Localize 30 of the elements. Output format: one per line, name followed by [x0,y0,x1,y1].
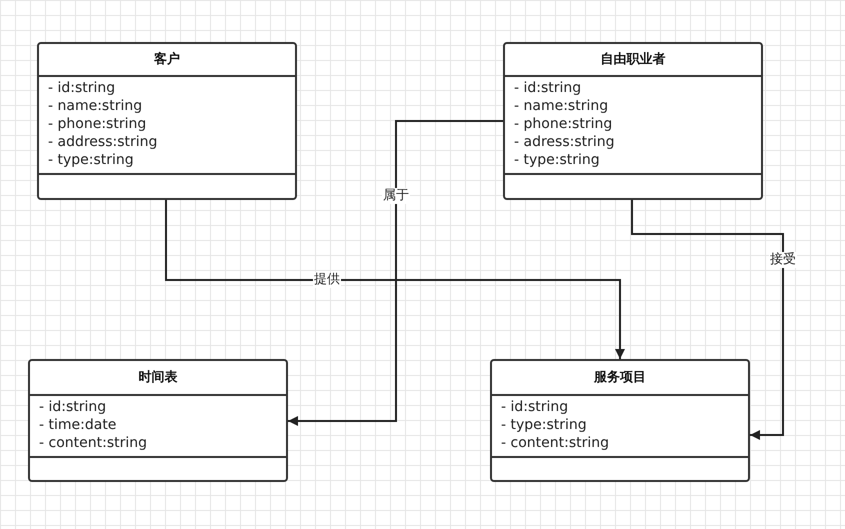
attribute-text: - phone:string [48,115,146,133]
attribute-text: - address:string [48,133,158,151]
class-box [503,42,763,200]
attribute-text: - content:string [39,434,148,452]
attribute-text: - type:string [501,416,587,434]
class-box [490,359,750,482]
class-name: 服务项目 [594,370,646,385]
attribute-text: - phone:string [514,115,612,133]
class-box [28,359,288,482]
attribute-text: - type:string [514,151,600,169]
attribute-text: - id:string [501,398,568,416]
attribute-text: - id:string [514,79,582,97]
attribute-text: - name:string [48,97,142,115]
attribute-text: - name:string [514,97,608,115]
edge-label: 接受 [769,252,797,268]
attribute-text: - time:date [39,416,116,434]
class-name: 自由职业者 [600,52,666,67]
class-name: 客户 [154,52,180,67]
attribute-text: - id:string [39,398,106,416]
edge-label: 属于 [382,188,410,204]
edge-label: 提供 [313,272,341,288]
attribute-text: - adress:string [514,133,615,151]
arrow [288,120,503,426]
attribute-text: - content:string [501,434,610,452]
class-box [37,42,297,200]
attribute-text: - id:string [48,79,116,97]
arrow [165,200,625,359]
attribute-text: - type:string [48,151,134,169]
arrow [631,200,784,440]
class-name: 时间表 [138,370,178,385]
